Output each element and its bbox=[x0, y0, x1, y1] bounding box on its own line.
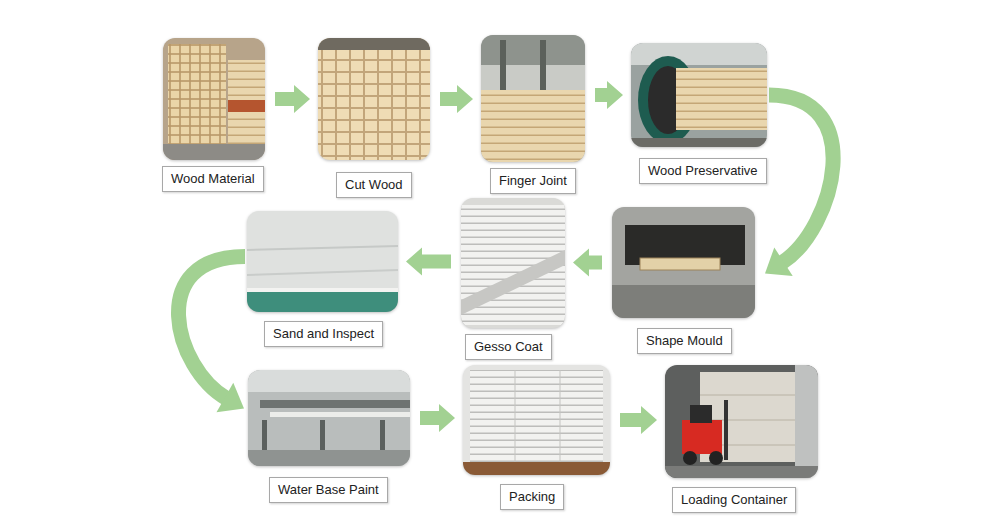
flow-arrow bbox=[275, 85, 310, 113]
step-label: Shape Mould bbox=[637, 328, 732, 354]
block-arrow bbox=[620, 406, 657, 434]
flow-arrow bbox=[406, 248, 451, 276]
step-label: Packing bbox=[500, 484, 564, 510]
step-label: Sand and Inspect bbox=[264, 321, 383, 347]
photo-step: Cut Wood bbox=[318, 38, 430, 160]
curved-shaft bbox=[769, 95, 833, 263]
block-arrow bbox=[406, 248, 451, 276]
step-label: Water Base Paint bbox=[269, 477, 388, 503]
step-label: Wood Material bbox=[162, 166, 264, 192]
arrow-head bbox=[217, 383, 245, 413]
photo-step: Shape Mould bbox=[612, 207, 755, 318]
flow-arrow bbox=[179, 256, 245, 412]
photo-step: Sand and Inspect bbox=[247, 211, 398, 312]
block-arrow bbox=[440, 85, 473, 113]
curved-shaft bbox=[179, 256, 245, 398]
step-label: Loading Container bbox=[672, 487, 796, 513]
step-label: Cut Wood bbox=[336, 172, 412, 198]
flow-arrow bbox=[765, 95, 833, 276]
arrow-head bbox=[765, 247, 793, 276]
step-label: Wood Preservative bbox=[639, 158, 767, 184]
photo-step: Wood Preservative bbox=[631, 43, 767, 147]
flow-arrow bbox=[573, 249, 602, 277]
step-label: Gesso Coat bbox=[465, 334, 552, 360]
photo-step: Packing bbox=[463, 365, 610, 475]
flow-arrow bbox=[620, 406, 657, 434]
photo-step: Gesso Coat bbox=[461, 198, 565, 328]
flow-arrow bbox=[595, 81, 623, 109]
photo-step: Finger Joint bbox=[481, 35, 585, 162]
block-arrow bbox=[420, 404, 455, 432]
block-arrow bbox=[595, 81, 623, 109]
flow-arrow bbox=[420, 404, 455, 432]
step-label: Finger Joint bbox=[490, 168, 576, 194]
photo-step: Water Base Paint bbox=[248, 370, 410, 466]
block-arrow bbox=[573, 249, 602, 277]
flow-arrow bbox=[440, 85, 473, 113]
block-arrow bbox=[275, 85, 310, 113]
photo-step: Loading Container bbox=[665, 365, 818, 478]
photo-step: Wood Material bbox=[163, 38, 265, 160]
